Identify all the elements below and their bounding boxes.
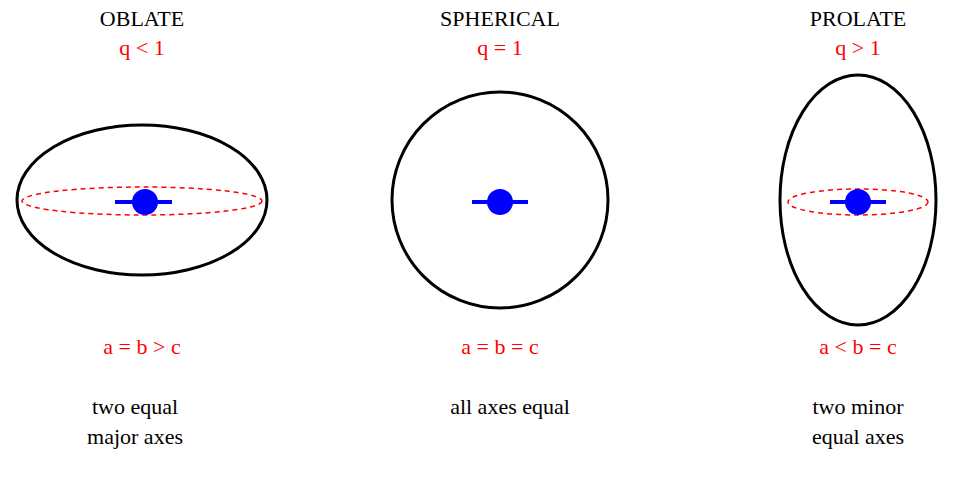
sphere-outline bbox=[392, 92, 608, 308]
axis-relation: a < b = c bbox=[818, 332, 898, 362]
center-dot bbox=[487, 189, 513, 215]
q-value: q > 1 bbox=[834, 33, 882, 63]
axis-relation: a = b > c bbox=[102, 332, 182, 362]
oblate-outline bbox=[17, 125, 267, 275]
q-value: q = 1 bbox=[476, 33, 524, 63]
q-value: q < 1 bbox=[118, 33, 166, 63]
prolate-outline bbox=[780, 75, 936, 325]
shape-name: SPHERICAL bbox=[439, 4, 561, 34]
shape-name: OBLATE bbox=[99, 4, 186, 34]
shape-name: PROLATE bbox=[809, 4, 908, 34]
center-dot bbox=[132, 189, 158, 215]
description: two minor equal axes bbox=[793, 392, 923, 452]
equator-ring bbox=[788, 189, 928, 215]
axis-relation: a = b = c bbox=[460, 332, 540, 362]
description: two equal major axes bbox=[70, 392, 200, 452]
center-dot bbox=[845, 189, 871, 215]
description: all axes equal bbox=[449, 392, 571, 422]
equator-ring bbox=[22, 187, 262, 215]
